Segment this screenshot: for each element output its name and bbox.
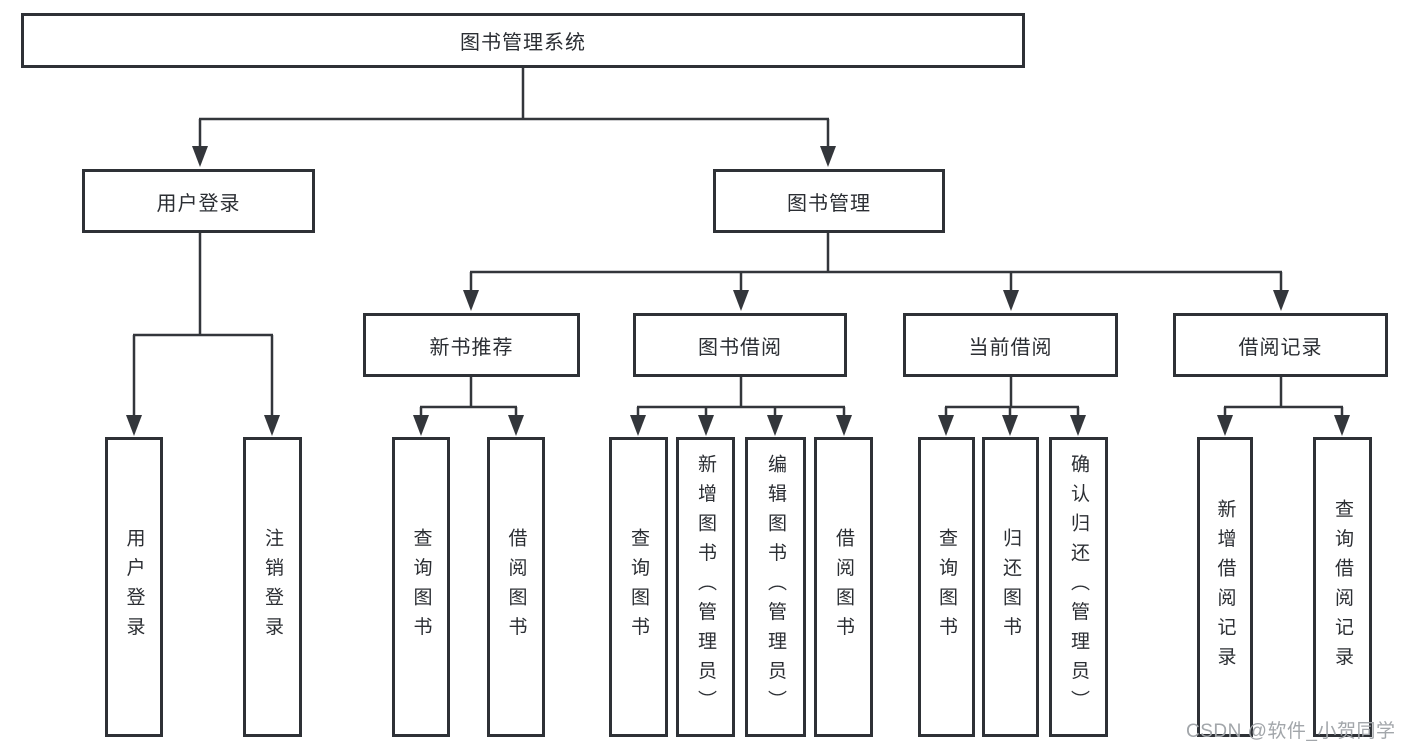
- leaf-newbook-borrow-books: 借阅图书: [487, 437, 545, 737]
- leaf-records-add-record: 新增借阅记录: [1197, 437, 1253, 737]
- leaf-logout: 注销登录: [243, 437, 302, 737]
- leaf-records-query-record: 查询借阅记录: [1313, 437, 1372, 737]
- leaf-borrow-add-books-admin: 新增图书（管理员）: [676, 437, 735, 737]
- watermark: CSDN @软件_小贺同学: [1186, 721, 1396, 742]
- node-book-borrow: 图书借阅: [633, 313, 847, 377]
- leaf-borrow-borrow-books: 借阅图书: [814, 437, 873, 737]
- node-current-borrow: 当前借阅: [903, 313, 1118, 377]
- node-borrow-records: 借阅记录: [1173, 313, 1388, 377]
- leaf-borrow-edit-books-admin: 编辑图书（管理员）: [745, 437, 806, 737]
- leaf-current-return-books: 归还图书: [982, 437, 1039, 737]
- node-book-management-branch: 图书管理: [713, 169, 945, 233]
- leaf-borrow-query-books: 查询图书: [609, 437, 668, 737]
- leaf-current-query-books: 查询图书: [918, 437, 975, 737]
- leaf-current-confirm-return-admin: 确认归还（管理员）: [1049, 437, 1108, 737]
- node-root-system: 图书管理系统: [21, 13, 1025, 68]
- leaf-newbook-query-books: 查询图书: [392, 437, 450, 737]
- leaf-user-login: 用户登录: [105, 437, 163, 737]
- node-user-login-branch: 用户登录: [82, 169, 315, 233]
- node-new-book-recommend: 新书推荐: [363, 313, 580, 377]
